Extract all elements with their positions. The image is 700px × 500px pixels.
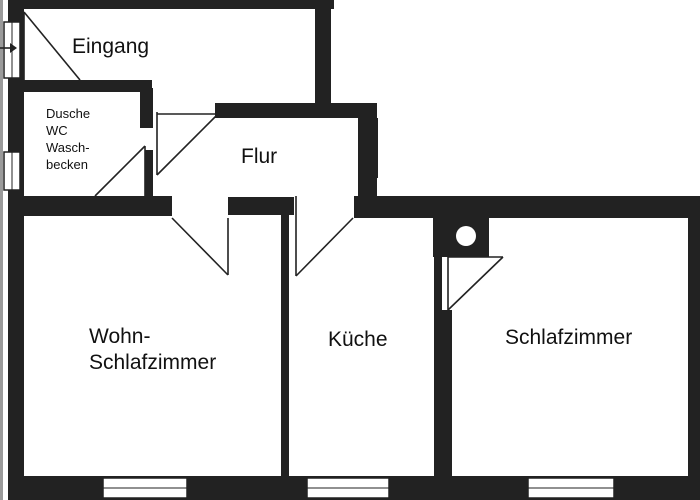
room-label-entrance: Eingang [72, 35, 150, 58]
wall-top-entrance [8, 0, 334, 9]
window-bathroom-left [3, 151, 21, 191]
wall-mid-right-dark [493, 198, 551, 216]
wall-hallway-right-dark [360, 118, 378, 178]
chimney-flue [456, 226, 476, 246]
wall-bathroom-right [140, 88, 153, 128]
wall-kitchen-bedroom-upper [434, 255, 442, 310]
window-bedroom-bottom [527, 477, 615, 499]
wall-entrance-bottom [20, 80, 152, 92]
wall-hallway-top [215, 103, 377, 118]
wall-right-outer [688, 200, 700, 500]
room-label-bathroom: Dusche WC Wasch- becken [46, 106, 91, 172]
wall-left-outer [8, 0, 24, 500]
room-label-bedroom: Schlafzimmer [505, 326, 633, 349]
window-living-bottom [102, 477, 188, 499]
room-label-kitchen: Küche [328, 328, 388, 351]
door-bathroom [94, 145, 146, 197]
wall-entrance-right [315, 0, 331, 112]
door-entrance [23, 11, 81, 81]
wall-kitchen-bedroom [434, 310, 452, 480]
wall-bathroom-right-lower [145, 150, 153, 200]
door-kitchen [295, 196, 354, 277]
room-label-living-bedroom: Wohn- Schlafzimmer [89, 325, 217, 374]
entrance-arrow-icon [0, 43, 17, 53]
wall-mid-center [228, 197, 294, 215]
door-bedroom [447, 256, 504, 311]
door-hallway [156, 112, 219, 176]
room-label-hallway: Flur [241, 145, 278, 168]
window-kitchen-bottom [306, 477, 390, 499]
door-living-room [171, 217, 229, 276]
wall-mid-left [20, 196, 172, 216]
paper-edge-left [0, 0, 3, 500]
wall-living-kitchen [281, 215, 289, 480]
